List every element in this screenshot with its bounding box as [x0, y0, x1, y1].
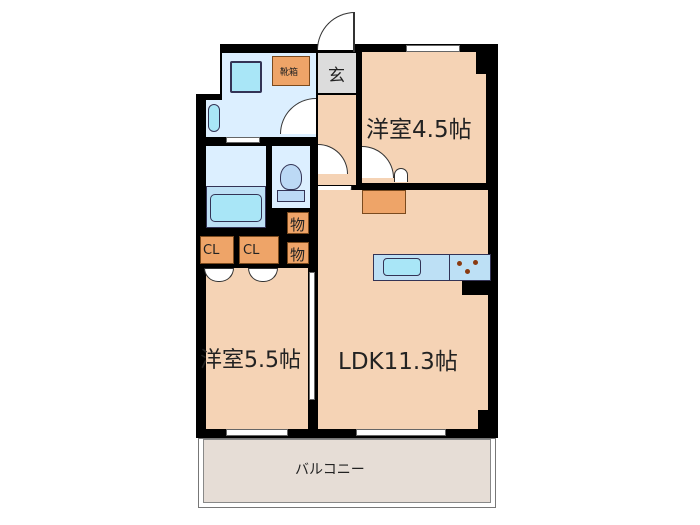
entrance: 玄	[318, 53, 356, 93]
window-ldk	[356, 429, 446, 436]
ldk-label: LDK11.3帖	[338, 349, 458, 375]
sink-icon	[208, 104, 220, 132]
closet-room2-b-label: CL	[243, 243, 260, 258]
window-room1	[406, 45, 460, 52]
shoe-box-label: 靴箱	[280, 68, 299, 78]
ldk	[318, 190, 488, 429]
storage-1[interactable]: 物	[287, 212, 309, 234]
window-room2	[226, 429, 288, 436]
sliding-partition[interactable]	[309, 272, 315, 400]
balcony: バルコニー	[198, 438, 496, 508]
room2-label: 洋室5.5帖	[200, 348, 301, 373]
balcony-label: バルコニー	[295, 462, 365, 478]
storage-1-label: 物	[290, 216, 306, 234]
closet-room2-a[interactable]: CL	[200, 236, 234, 264]
shoe-box: 靴箱	[272, 56, 310, 86]
western-room-5-5	[206, 268, 308, 429]
closet-room2-b[interactable]: CL	[239, 236, 279, 264]
storage-2-label: 物	[290, 246, 306, 264]
entrance-label: 玄	[328, 66, 345, 86]
stove-icon	[455, 259, 485, 277]
closet-room1-door[interactable]	[394, 168, 408, 182]
room1-label: 洋室4.5帖	[366, 117, 472, 143]
toilet-icon	[280, 164, 302, 190]
closet-room2-a-label: CL	[203, 243, 220, 258]
storage-2[interactable]: 物	[287, 242, 309, 264]
washing-machine-icon	[230, 61, 262, 93]
front-door[interactable]	[317, 12, 355, 50]
kitchen-sink-icon	[383, 258, 421, 276]
